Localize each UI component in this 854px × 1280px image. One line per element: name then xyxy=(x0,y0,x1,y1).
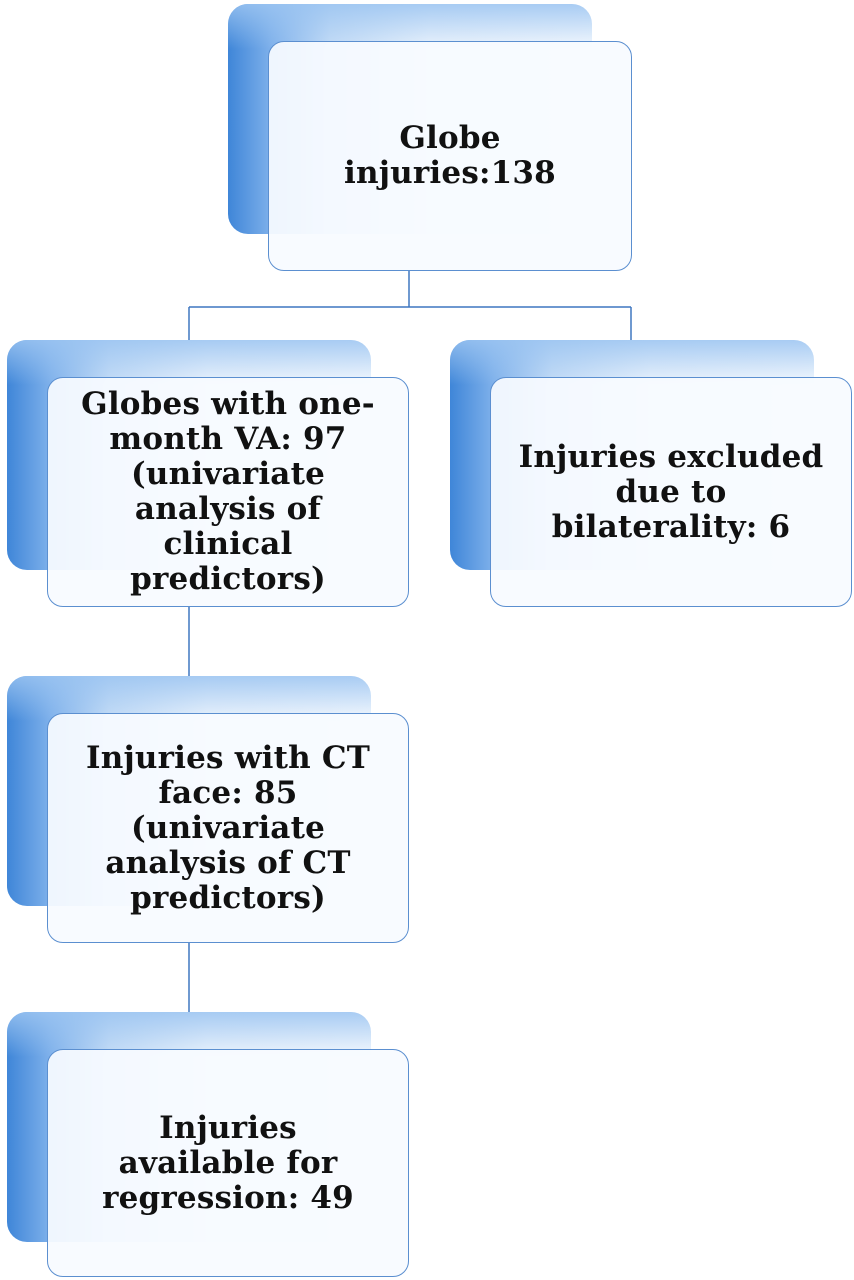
node-box: Injuries excluded due to bilaterality: 6 xyxy=(490,377,852,607)
node-box: Globe injuries:138 xyxy=(268,41,632,271)
node-box: Globes with one-month VA: 97 (univariate… xyxy=(47,377,409,607)
node-label-one-month-va: Globes with one-month VA: 97 (univariate… xyxy=(81,386,375,597)
node-box: Injuries with CT face: 85 (univariate an… xyxy=(47,713,409,943)
node-label-excluded-bilateral: Injuries excluded due to bilaterality: 6 xyxy=(518,438,824,545)
node-box: Injuries available for regression: 49 xyxy=(47,1049,409,1277)
node-label-ct-face: Injuries with CT face: 85 (univariate an… xyxy=(86,739,370,916)
node-label-regression: Injuries available for regression: 49 xyxy=(102,1109,354,1216)
node-label-globe-injuries: Globe injuries:138 xyxy=(344,120,556,191)
